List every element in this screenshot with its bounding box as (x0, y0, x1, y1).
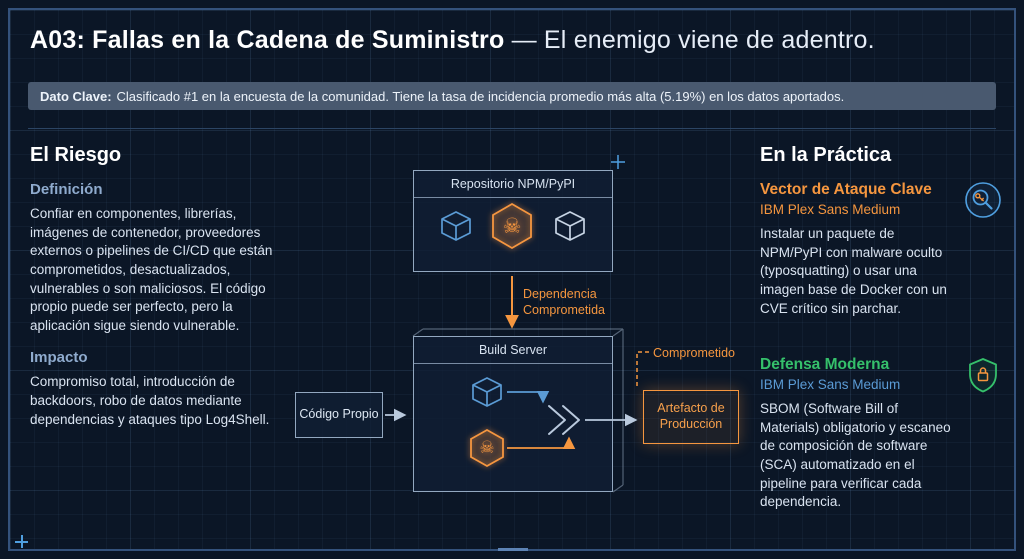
modern-defense-title: Defensa Moderna (760, 356, 890, 374)
own-code-box: Código Propio (295, 392, 383, 438)
modern-defense-text: SBOM (Software Bill of Materials) obliga… (760, 401, 951, 510)
attack-vector-title: Vector de Ataque Clave (760, 181, 932, 198)
repository-box-title: Repositorio NPM/PyPI (414, 171, 612, 198)
practice-column: En la Práctica Vector de Ataque Clave IB… (760, 144, 1002, 512)
key-fact-bar: Dato Clave: Clasificado #1 en la encuest… (28, 82, 996, 110)
key-fact-text: Clasificado #1 en la encuesta de la comu… (116, 88, 845, 104)
risk-heading: El Riesgo (30, 144, 122, 166)
skull-icon: ☠ (502, 214, 522, 238)
plus-decoration-icon (611, 155, 625, 169)
definition-subheading: Definición (30, 181, 103, 198)
production-artifact-box: Artefacto de Producción (643, 390, 739, 444)
compromised-dependency-label: Dependencia Comprometida (523, 287, 605, 318)
attack-vector-block: Vector de Ataque Clave IBM Plex Sans Med… (760, 181, 1002, 318)
header-divider (28, 128, 996, 129)
risk-column: El Riesgo Definición Confiar en componen… (30, 144, 282, 429)
compromised-callout-label: Comprometido (653, 346, 735, 360)
skull-icon: ☠ (479, 438, 495, 457)
plus-decoration-icon (15, 535, 28, 548)
frame-tick (498, 548, 528, 551)
title-subtitle: — El enemigo viene de adentro. (504, 26, 875, 54)
modern-defense-subtitle: IBM Plex Sans Medium (760, 377, 901, 393)
impact-subheading: Impacto (30, 349, 88, 367)
magnifier-key-icon (964, 181, 1002, 224)
build-server-box: Build Server (413, 336, 613, 492)
page-title: A03: Fallas en la Cadena de Suministro —… (30, 26, 875, 55)
key-fact-label: Dato Clave: (40, 88, 112, 104)
definition-text: Confiar en componentes, librerías, imáge… (30, 206, 273, 333)
modern-defense-block: Defensa Moderna IBM Plex Sans Medium SBO… (760, 356, 1000, 512)
attack-vector-subtitle: IBM Plex Sans Medium (760, 202, 901, 217)
attack-vector-text: Instalar un paquete de NPM/PyPI con malw… (760, 226, 947, 316)
impact-text: Compromiso total, introducción de backdo… (30, 374, 270, 427)
title-strong: A03: Fallas en la Cadena de Suministro (30, 26, 505, 54)
compromised-callout-line (636, 351, 649, 388)
practice-heading: En la Práctica (760, 144, 892, 166)
shield-lock-icon (964, 356, 1002, 399)
build-server-box-title: Build Server (414, 337, 612, 364)
supply-chain-diagram: Repositorio NPM/PyPI Build Server Código… (285, 140, 755, 544)
